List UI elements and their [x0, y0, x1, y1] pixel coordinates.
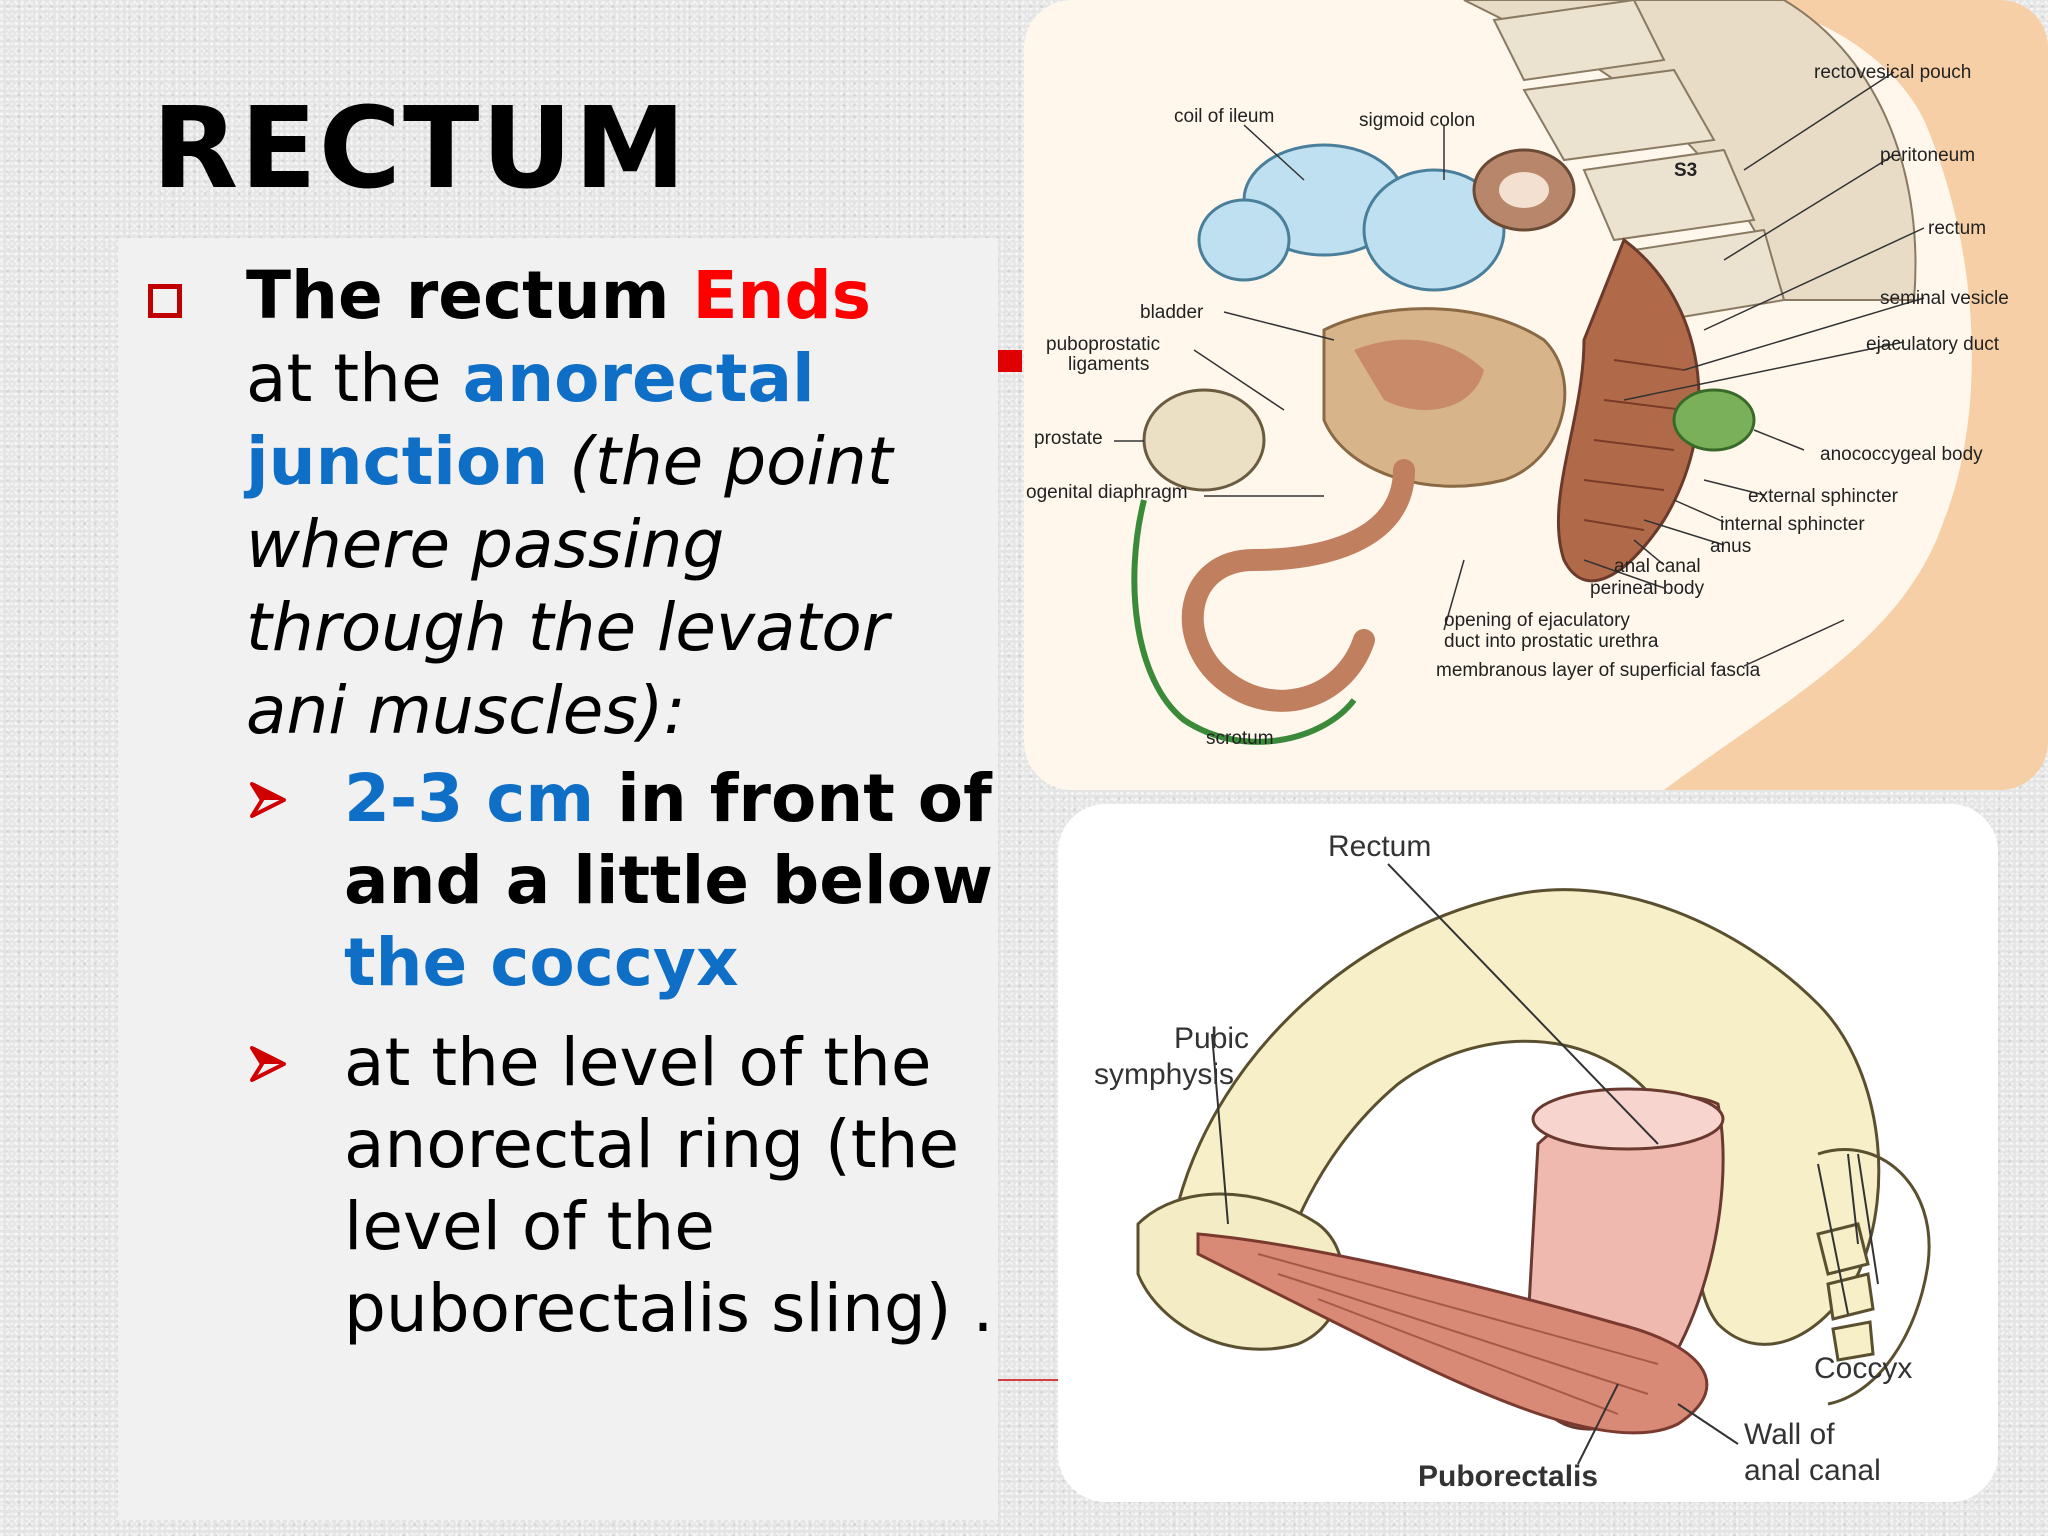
label-ejaculatory-duct: ejaculatory duct [1866, 334, 2000, 355]
label-peritoneum: peritoneum [1880, 145, 1975, 166]
label-urogenital-diaphragm: ogenital diaphragm [1026, 482, 1188, 503]
arrow-bullet-icon [250, 1046, 286, 1082]
pelvis-sagittal-figure: coil of ileum sigmoid colon rectovesical… [1024, 0, 2048, 790]
label-anococcygeal-body: anococcygeal body [1820, 444, 1983, 465]
red-marker [998, 350, 1022, 372]
label-puborectalis: Puborectalis [1418, 1460, 1598, 1493]
label-membranous-layer: membranous layer of superficial fascia [1436, 660, 1761, 681]
sub-bullet-item: 2-3 cm in front of and a little below th… [246, 758, 996, 1004]
text-panel: The rectum Ends at the anorectal junction… [118, 238, 998, 1520]
label-pubic: Pubic [1174, 1022, 1249, 1055]
label-rectum: rectum [1928, 218, 1986, 239]
main-text-part1: The rectum [246, 257, 693, 334]
label-rectum: Rectum [1328, 830, 1431, 863]
label-coil-of-ileum: coil of ileum [1174, 106, 1274, 127]
label-scrotum: scrotum [1206, 728, 1274, 749]
red-connector-line [998, 1379, 1060, 1381]
label-prostate: prostate [1034, 428, 1103, 449]
sub-bullet-position: in front of and a little below [344, 760, 993, 919]
label-sigmoid-colon: sigmoid colon [1359, 110, 1475, 131]
label-puboprostatic: puboprostatic [1046, 334, 1160, 355]
square-bullet-icon [148, 284, 182, 318]
label-coccyx: Coccyx [1814, 1352, 1912, 1385]
puborectalis-figure: Rectum Pubic symphysis Coccyx Wall of an… [1058, 804, 1998, 1502]
label-internal-sphincter: internal sphincter [1720, 514, 1865, 535]
label-external-sphincter: external sphincter [1748, 486, 1899, 507]
label-anal-canal: anal canal [1744, 1454, 1881, 1487]
main-text-part3: at the [246, 340, 463, 417]
label-perineal-body: perineal body [1590, 578, 1705, 599]
label-opening-urethra: duct into prostatic urethra [1444, 631, 1659, 652]
sub-bullet-distance: 2-3 cm [344, 760, 595, 837]
label-opening-ejaculatory: opening of ejaculatory [1444, 610, 1630, 631]
slide-title: RECTUM [152, 84, 688, 214]
arrow-bullet-icon [250, 782, 286, 818]
sub-bullet-coccyx: the coccyx [344, 924, 739, 1001]
label-wall-of: Wall of [1744, 1418, 1835, 1451]
pelvis-sagittal-illustration: coil of ileum sigmoid colon rectovesical… [1026, 0, 2048, 790]
label-bladder: bladder [1140, 302, 1204, 323]
label-symphysis: symphysis [1094, 1058, 1234, 1091]
label-anal-canal: anal canal [1614, 556, 1701, 577]
label-rectovesical-pouch: rectovesical pouch [1814, 62, 1971, 83]
sub-bullet-item: at the level of the anorectal ring (the … [246, 1022, 996, 1350]
main-text-description: (the point where passing through the lev… [246, 423, 893, 749]
puborectalis-illustration: Rectum Pubic symphysis Coccyx Wall of an… [1058, 804, 1998, 1502]
main-text-ends: Ends [692, 257, 872, 334]
main-text-anorectal-junction: anorectal junction [246, 340, 815, 500]
label-ligaments: ligaments [1068, 354, 1149, 375]
sub-bullet-list: 2-3 cm in front of and a little below th… [246, 758, 996, 1368]
sub-bullet-level-text: at the level of the anorectal ring (the … [344, 1024, 994, 1347]
label-seminal-vesicle: seminal vesicle [1880, 288, 2009, 309]
label-s3: S3 [1674, 160, 1697, 181]
label-anus: anus [1710, 536, 1751, 557]
main-bullet-text: The rectum Ends at the anorectal junction… [246, 254, 986, 752]
